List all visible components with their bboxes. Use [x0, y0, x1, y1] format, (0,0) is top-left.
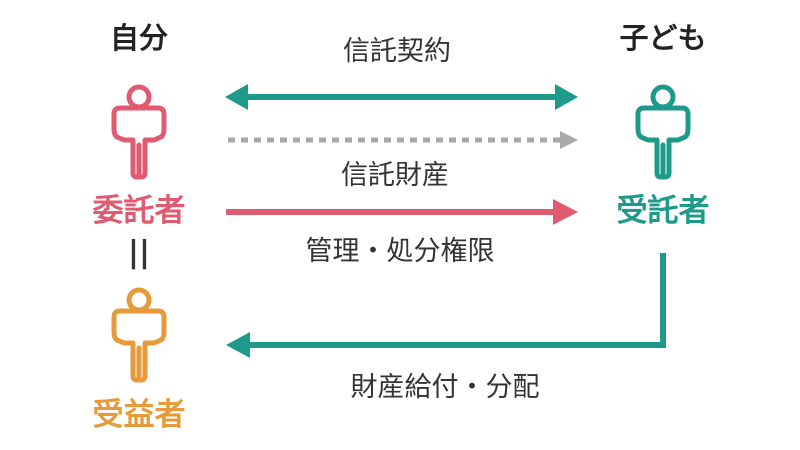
trust-contract-arrow — [225, 84, 578, 110]
beneficiary-label: 受益者 — [92, 397, 186, 433]
right-title: 子ども — [619, 21, 707, 55]
trustee-label: 受託者 — [616, 193, 710, 229]
equals-sign: || — [128, 235, 150, 270]
property-distribution-arrow — [226, 253, 666, 358]
trust-property-arrow — [226, 199, 578, 225]
property-distribution-label: 財産給付・分配 — [350, 372, 540, 403]
trustee-person-icon — [635, 84, 691, 180]
trust-property-label: 信託財産 — [341, 160, 449, 191]
left-title: 自分 — [109, 21, 169, 55]
management-rights-label: 管理・処分権限 — [305, 236, 495, 267]
beneficiary-person-icon — [111, 287, 167, 383]
trustor-person-icon — [111, 84, 167, 180]
dotted-arrow — [228, 131, 578, 149]
trust-contract-label: 信託契約 — [343, 36, 451, 67]
trustor-label: 委託者 — [92, 193, 186, 229]
